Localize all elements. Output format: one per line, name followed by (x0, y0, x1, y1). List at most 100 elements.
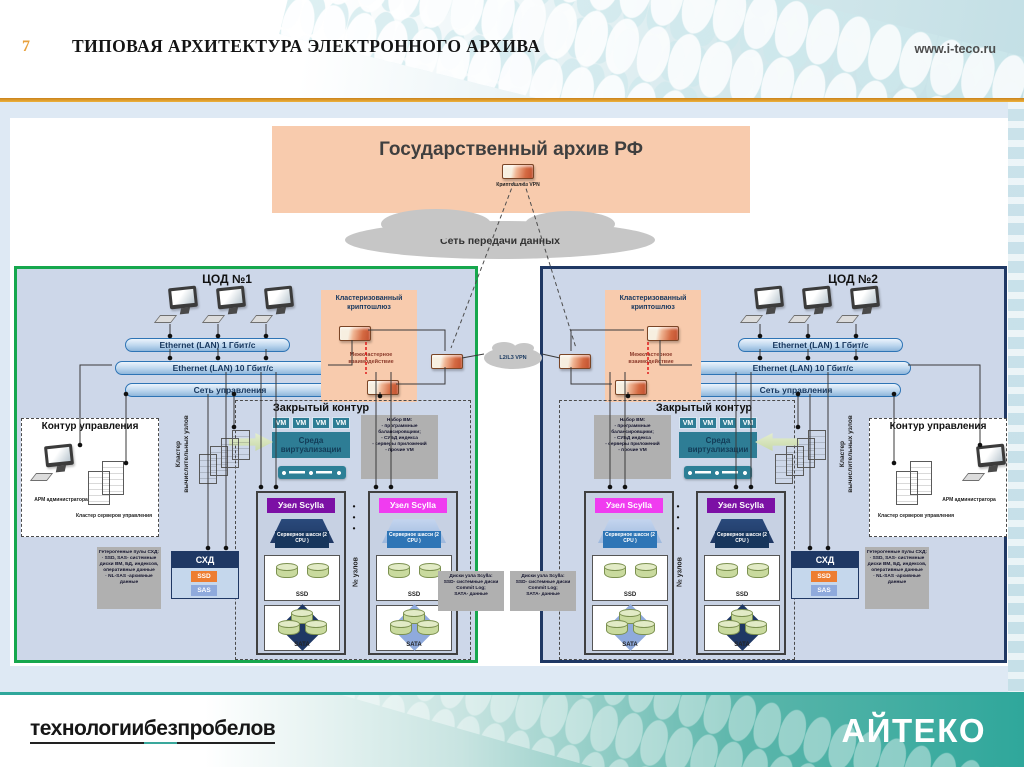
disk-icon (388, 563, 410, 578)
scylla-disks-note: Диски узла Scylla: SSD- системные диски … (438, 571, 504, 611)
crypto-cluster-title: Кластеризованный криптошлюз (335, 295, 403, 311)
sata-disks-box: SATA (592, 604, 668, 651)
ssd-disks-box: SSD (264, 555, 340, 601)
disk-icon (716, 563, 738, 578)
compute-cluster-label: Кластер вычислительных узлов (839, 409, 863, 499)
nodes-count-label: № узлов (352, 557, 360, 587)
disk-icon (278, 620, 300, 635)
scylla-node-title: Узел Scylla (595, 498, 663, 513)
vm-set-note: Набор ВМ: - программные балансировщики; … (361, 415, 438, 479)
disk-icon (604, 563, 626, 578)
architecture-diagram: Государственный архив РФ Криптошлюз VPN … (10, 118, 1008, 666)
disk-icon (718, 620, 740, 635)
website-link[interactable]: www.i-teco.ru (914, 42, 997, 56)
ellipsis-dots (348, 501, 360, 534)
compute-cluster-line2: вычислительных узлов (847, 415, 854, 493)
scylla-disks-note: Диски узла Scylla: SSD- системные диски … (510, 571, 576, 611)
compute-cluster-icon (775, 430, 829, 490)
scylla-node-box: Узел Scylla Серверное шасси (2 CPU ) SSD (256, 491, 346, 655)
storage-pools-note: Гетерогенные пулы СХД: · SSD, SAS- систе… (97, 547, 161, 609)
disk-icon (419, 563, 441, 578)
workstation-icon (201, 285, 248, 329)
virtualization-env: Среда виртуализации (679, 432, 757, 458)
vm-set-note: Набор ВМ: - программные балансировщики; … (594, 415, 671, 479)
admin-workstation-label: АРМ администратора (942, 497, 996, 503)
scylla-node-box: Узел Scylla Серверное шасси (2 CPU ) SSD (584, 491, 674, 655)
edge-router-icon (431, 354, 463, 369)
sata-label: SATA (734, 642, 750, 648)
storage-pools-note: Гетерогенные пулы СХД: · SSD, SAS- систе… (865, 547, 929, 609)
server-chassis-label: Серверное шасси (2 CPU ) (387, 531, 441, 548)
storage-system-box: СХД SSD SAS (791, 551, 859, 599)
management-servers-label: Кластер серверов управления (76, 513, 152, 519)
disk-icon (606, 620, 628, 635)
sata-label: SATA (406, 642, 422, 648)
slide-header: 7 ТИПОВАЯ АРХИТЕКТУРА ЭЛЕКТРОННОГО АРХИВ… (0, 0, 1024, 98)
network-switch-icon (684, 466, 752, 479)
disk-icon (417, 620, 439, 635)
management-servers-icon (896, 461, 940, 507)
management-loop-title: Контур управления (41, 421, 139, 432)
page-number: 7 (22, 38, 30, 55)
gos-archive-title: Государственный архив РФ (379, 139, 643, 160)
network-switch-icon (278, 466, 346, 479)
vm-tile: VM (739, 417, 757, 429)
compute-cluster-label: Кластер вычислительных узлов (175, 409, 199, 499)
workstation-icon (153, 285, 200, 329)
ethernet-1g-bus: Ethernet (LAN) 1 Гбит/с (738, 338, 903, 352)
ellipsis-dots (672, 501, 684, 534)
nodes-count-label: № узлов (676, 557, 684, 587)
ethernet-10g-bus: Ethernet (LAN) 10 Гбит/с (695, 361, 911, 375)
vm-tile: VM (312, 417, 330, 429)
vpn-gateway-label: Криптошлюз VPN (496, 182, 540, 188)
management-network-bus: Сеть управления (125, 383, 335, 397)
header-divider (0, 98, 1024, 102)
compute-cluster-line1: Кластер (839, 440, 846, 468)
server-chassis-label: Серверное шасси (2 CPU ) (275, 531, 329, 548)
datacenter-2: ЦОД №2 Ethernet (LAN) 1 Гбит/с Ethernet … (540, 266, 1007, 663)
disk-icon (276, 563, 298, 578)
datacenter-1: ЦОД №1 Ethernet (LAN) 1 Гбит/с Ethernet … (14, 266, 478, 663)
crypto-gateway-cluster: Кластеризованный криптошлюз Межкластерно… (605, 290, 701, 402)
company-tagline: технологиибезпробелов (30, 717, 276, 744)
ssd-label: SSD (623, 592, 637, 598)
slide-footer: технологиибезпробелов АЙТЕКО (0, 695, 1024, 767)
l2l3-vpn-cloud: L2/L3 VPN (484, 342, 542, 369)
vpn-gateway-icon (502, 164, 534, 179)
scylla-node-box: Узел Scylla Серверное шасси (2 CPU ) SSD (696, 491, 786, 655)
crypto-router-icon (367, 380, 399, 395)
dc2-title: ЦОД №2 (828, 272, 878, 286)
sata-disks-box: SATA (376, 604, 452, 651)
ssd-label: SSD (295, 592, 309, 598)
ethernet-1g-bus: Ethernet (LAN) 1 Гбит/с (125, 338, 290, 352)
management-loop-title: Контур управления (889, 421, 987, 432)
footer-divider (0, 692, 1024, 695)
vm-tile: VM (679, 417, 697, 429)
closed-loop-title: Закрытый контур (655, 402, 753, 414)
scylla-node-title: Узел Scylla (379, 498, 447, 513)
wan-cloud: Сеть передачи данных (345, 209, 655, 259)
management-loop-zone: Контур управления АРМ администратора Кла… (21, 418, 159, 537)
crypto-router-icon (615, 380, 647, 395)
ssd-disks-box: SSD (704, 555, 780, 601)
scylla-node-title: Узел Scylla (707, 498, 775, 513)
tagline-word: пробелов (177, 717, 276, 744)
tagline-word: технологии (30, 717, 144, 744)
storage-system-title: СХД (172, 552, 238, 568)
ethernet-10g-bus: Ethernet (LAN) 10 Гбит/с (115, 361, 331, 375)
closed-loop-zone: Закрытый контур Набор ВМ: - программные … (559, 400, 795, 660)
server-chassis-label: Серверное шасси (2 CPU ) (715, 531, 769, 548)
disk-icon (390, 620, 412, 635)
admin-workstation-icon (961, 443, 1008, 487)
ssd-label: SSD (407, 592, 421, 598)
dc1-title: ЦОД №1 (202, 272, 252, 286)
admin-workstation-icon (29, 443, 76, 487)
crypto-cluster-title: Кластеризованный криптошлюз (619, 295, 687, 311)
disk-icon (745, 620, 767, 635)
page-title: ТИПОВАЯ АРХИТЕКТУРА ЭЛЕКТРОННОГО АРХИВА (72, 36, 541, 56)
crypto-router-icon (647, 326, 679, 341)
vm-tile: VM (719, 417, 737, 429)
